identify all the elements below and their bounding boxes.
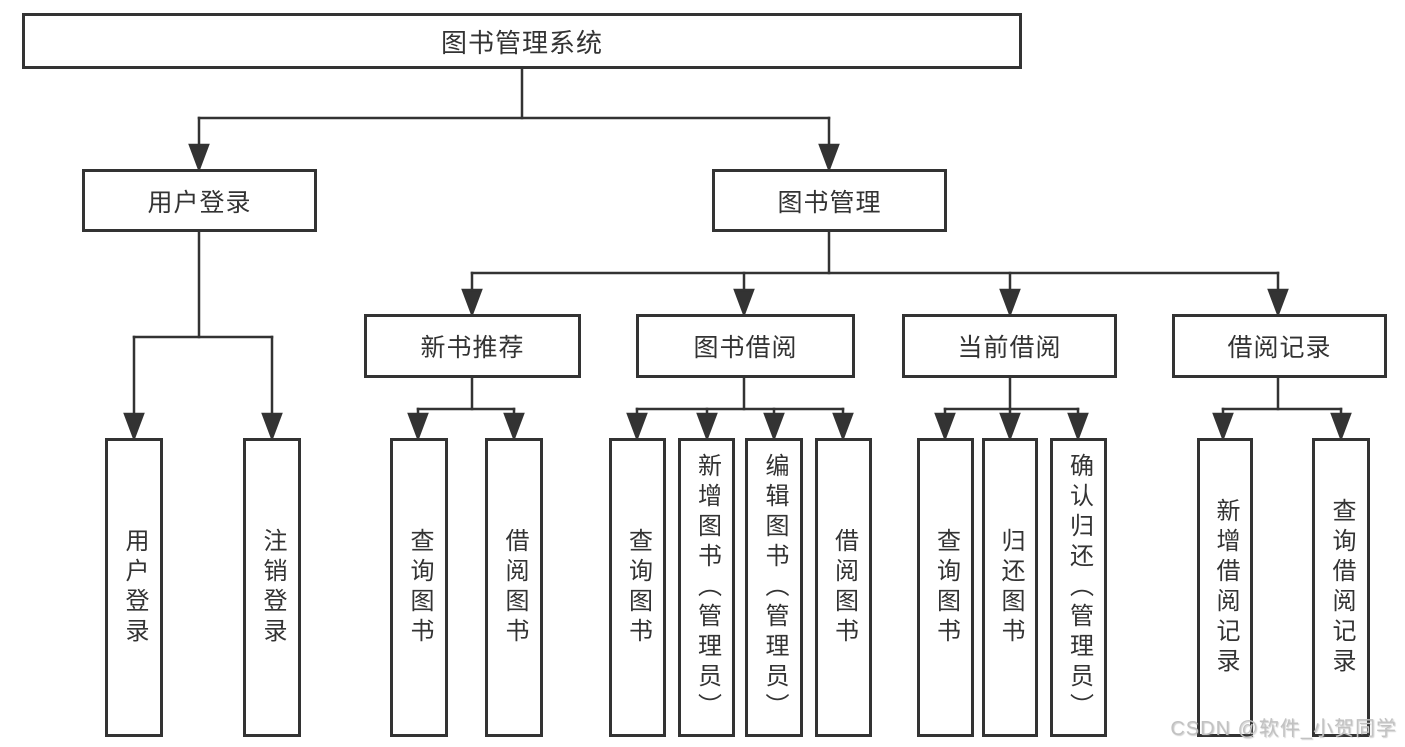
- node-user-login-branch: 用户登录: [82, 169, 317, 232]
- leaf-query-borrow-record: 查询借阅记录: [1312, 438, 1370, 737]
- csdn-watermark: CSDN @软件_小贺同学: [1170, 718, 1397, 740]
- node-book-management-branch: 图书管理: [712, 169, 947, 232]
- leaf-query-books-current: 查询图书: [917, 438, 974, 737]
- leaf-edit-books-admin: 编辑图书（管理员）: [745, 438, 803, 737]
- leaf-borrow-books-recommend: 借阅图书: [485, 438, 543, 737]
- leaf-query-books-borrow: 查询图书: [609, 438, 666, 737]
- leaf-user-login: 用户登录: [105, 438, 163, 737]
- leaf-borrow-books: 借阅图书: [815, 438, 872, 737]
- node-new-book-recommend: 新书推荐: [364, 314, 581, 378]
- node-book-borrow: 图书借阅: [636, 314, 855, 378]
- leaf-confirm-return-admin: 确认归还（管理员）: [1050, 438, 1107, 737]
- leaf-return-books: 归还图书: [982, 438, 1038, 737]
- leaf-add-books-admin: 新增图书（管理员）: [678, 438, 735, 737]
- node-current-borrow: 当前借阅: [902, 314, 1117, 378]
- leaf-logout: 注销登录: [243, 438, 301, 737]
- node-borrow-records: 借阅记录: [1172, 314, 1387, 378]
- node-root-system: 图书管理系统: [22, 13, 1022, 69]
- leaf-add-borrow-record: 新增借阅记录: [1197, 438, 1253, 737]
- leaf-query-books-recommend: 查询图书: [390, 438, 448, 737]
